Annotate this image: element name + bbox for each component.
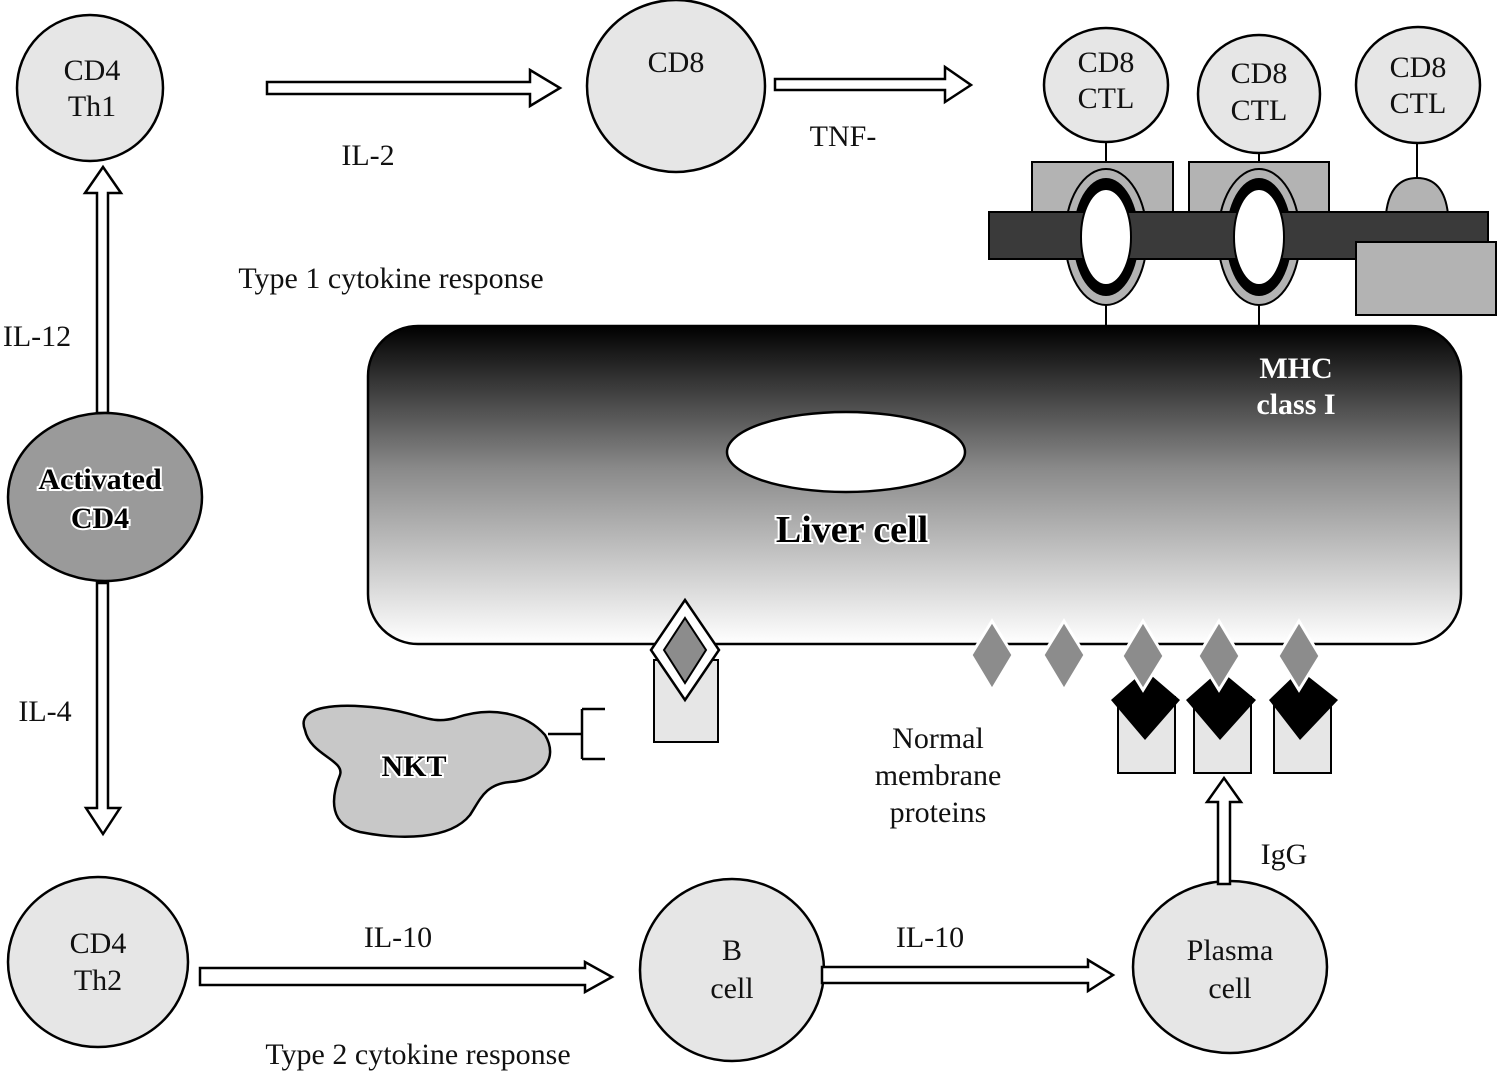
il12-label: IL-12: [3, 320, 71, 353]
arrow-il2: [265, 67, 563, 109]
tnf-label: TNF-: [810, 120, 877, 153]
cd8-ctl-cell-1: CD8 CTL: [1042, 26, 1170, 144]
svg-text:B: B: [722, 934, 742, 967]
nkt-receptor-bracket: [548, 707, 605, 761]
arrow-il10-plasma: [820, 957, 1116, 994]
liver-cell-nucleus: [725, 410, 967, 494]
svg-text:CD8: CD8: [1231, 57, 1288, 90]
cd8-cell: CD8: [585, 0, 767, 174]
normal-membrane-protein-1: [969, 618, 1015, 693]
normal-proteins-label-1: Normal: [892, 722, 984, 755]
svg-text:Plasma: Plasma: [1187, 934, 1274, 967]
mhc-class-i-complex: [988, 140, 1497, 326]
svg-text:NKT: NKT: [381, 750, 446, 783]
ring-hole-2: [1233, 188, 1285, 286]
activated-cd4-cell: Activated CD4: [6, 411, 204, 583]
cd1d-receptor: [649, 597, 721, 743]
cd8-ctl-cell-3: CD8 CTL: [1354, 25, 1482, 145]
type1-label: Type 1 cytokine response: [238, 262, 543, 295]
svg-text:CTL: CTL: [1078, 82, 1135, 115]
arrow-tnf: [773, 64, 974, 105]
svg-text:CTL: CTL: [1390, 87, 1447, 120]
cd4-th1-cell: CD4 Th1: [15, 13, 165, 163]
liver-cell: Liver cell MHC class I: [366, 324, 1463, 646]
cd8-ctl-cell-2: CD8 CTL: [1196, 33, 1322, 155]
il2-label: IL-2: [341, 139, 394, 172]
il4-label: IL-4: [18, 695, 71, 728]
receptor-dome: [1384, 176, 1450, 215]
svg-text:CD8: CD8: [1078, 46, 1135, 79]
il10-label-b: IL-10: [896, 921, 964, 954]
arrow-il10-b: [198, 959, 615, 995]
mhc-label-line1: MHC: [1259, 352, 1332, 385]
antibody-complex-1: [1111, 618, 1180, 774]
svg-text:CD4: CD4: [71, 502, 129, 535]
svg-text:CD4: CD4: [70, 927, 127, 960]
svg-text:CD8: CD8: [1390, 51, 1447, 84]
mhc-side-box: [1355, 241, 1497, 316]
igg-label: IgG: [1261, 838, 1308, 871]
arrow-il4: [83, 581, 123, 837]
type2-label: Type 2 cytokine response: [265, 1038, 570, 1071]
arrow-il12: [82, 164, 124, 415]
il10-label-a: IL-10: [364, 921, 432, 954]
arrow-igg: [1204, 775, 1244, 886]
normal-membrane-protein-2: [1041, 618, 1087, 693]
nkt-cell: NKT: [302, 704, 552, 838]
ring-hole-1: [1080, 188, 1132, 286]
svg-text:CD4: CD4: [64, 54, 121, 87]
cd4-th2-cell: CD4 Th2: [6, 875, 190, 1049]
b-cell: B cell: [638, 877, 826, 1063]
normal-proteins-label-2: membrane: [875, 759, 1002, 792]
antibody-complex-2: [1186, 618, 1256, 774]
svg-text:Th1: Th1: [68, 90, 116, 123]
svg-text:Activated: Activated: [38, 463, 162, 496]
svg-text:CD8: CD8: [648, 46, 705, 79]
svg-text:cell: cell: [1208, 972, 1251, 1005]
normal-proteins-label-3: proteins: [890, 796, 987, 829]
plasma-cell: Plasma cell: [1131, 879, 1329, 1055]
antibody-complex-3: [1269, 618, 1338, 774]
svg-text:CTL: CTL: [1231, 94, 1288, 127]
liver-cell-label: Liver cell: [776, 509, 928, 551]
svg-text:Th2: Th2: [74, 964, 122, 997]
svg-text:cell: cell: [710, 972, 753, 1005]
mhc-label-line2: class I: [1256, 388, 1335, 421]
